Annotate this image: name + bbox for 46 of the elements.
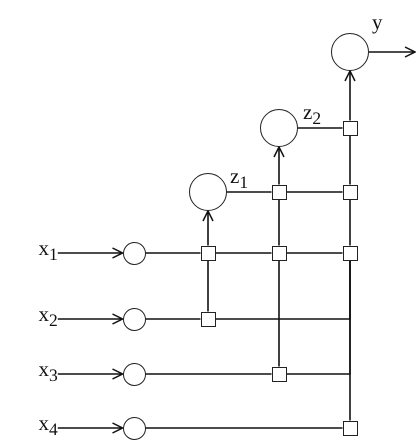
connector-line	[146, 427, 342, 429]
input-label: x$_{4}$	[38, 413, 58, 439]
neuron-label: z$_{2}$	[303, 102, 322, 128]
connector-line	[298, 127, 342, 129]
weight-square	[200, 312, 216, 326]
weight-square	[342, 184, 358, 200]
neuron-circle	[331, 33, 369, 71]
connector-line	[278, 260, 280, 366]
input-label: x$_{1}$	[38, 238, 58, 264]
weight-square	[342, 420, 358, 436]
input-label: x$_{3}$	[38, 359, 58, 385]
arrow	[344, 70, 356, 120]
weight-square	[272, 184, 286, 200]
input-circle	[122, 242, 146, 264]
weight-square	[272, 246, 286, 260]
neuron-label: z$_{1}$	[230, 166, 248, 192]
arrow	[58, 313, 124, 325]
connector-line	[146, 252, 200, 254]
input-circle	[122, 362, 146, 386]
arrow	[202, 210, 214, 246]
connector-line	[207, 260, 209, 312]
connector-line	[216, 252, 272, 254]
connector-line	[227, 191, 272, 193]
weight-square	[342, 246, 358, 260]
connector-line	[349, 260, 351, 420]
arrow	[58, 368, 124, 380]
connector-line	[278, 200, 280, 246]
connector-line	[349, 136, 351, 184]
arrow	[369, 46, 416, 58]
connector-line	[146, 373, 272, 375]
neuron-label: y	[372, 12, 382, 33]
connector-line	[349, 200, 351, 246]
input-circle	[122, 416, 146, 440]
input-circle	[122, 308, 146, 330]
arrow	[58, 422, 124, 434]
weight-square	[342, 120, 358, 136]
weight-square	[200, 246, 216, 260]
neuron-circle	[189, 173, 227, 211]
arrow	[273, 146, 285, 184]
neuron-circle	[260, 109, 298, 147]
connector-line	[146, 318, 200, 320]
arrow	[58, 247, 124, 259]
connector-line	[286, 252, 342, 254]
weight-square	[272, 366, 286, 382]
connector-line	[286, 191, 342, 193]
input-label: x$_{2}$	[38, 304, 58, 330]
